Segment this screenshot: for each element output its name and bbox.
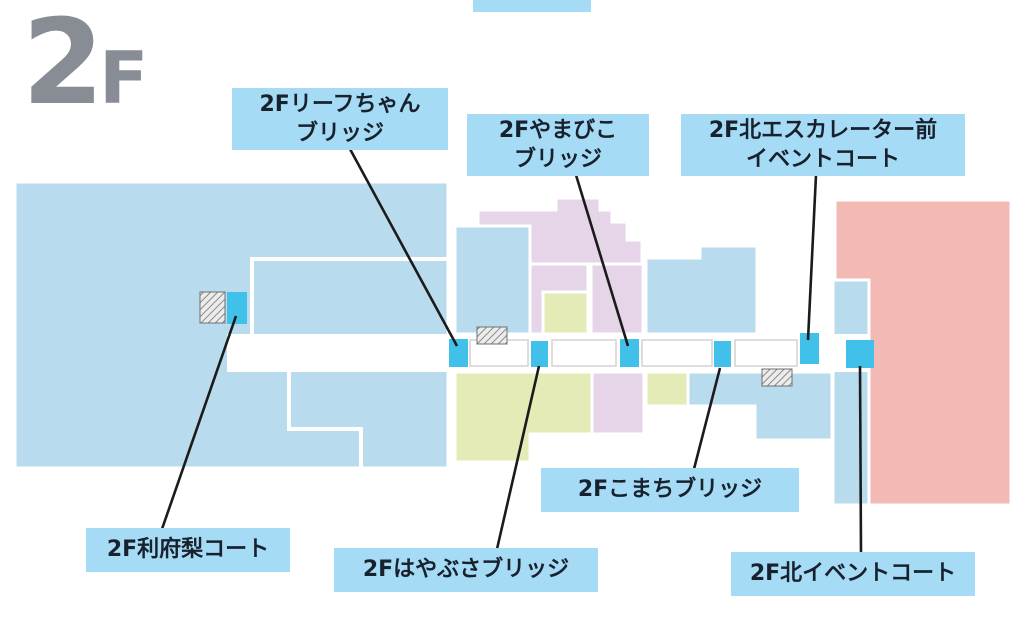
location-markers bbox=[227, 292, 874, 368]
wall-divider bbox=[359, 427, 363, 468]
label-text: 2Fはやぶさブリッジ bbox=[362, 557, 570, 583]
marker-leaf-bridge bbox=[449, 339, 468, 367]
escalator-icon bbox=[199, 291, 226, 324]
label-text: 2F利府梨コート bbox=[106, 537, 270, 563]
label-text: 2F北エスカレーター前 bbox=[708, 117, 938, 143]
label-text: 2F北イベントコート bbox=[749, 561, 957, 587]
label-text: 2Fやまびこ bbox=[498, 117, 618, 143]
label-text: ブリッジ bbox=[513, 147, 602, 172]
area-center-lavender-lower bbox=[590, 370, 646, 436]
area-right-blue-strip bbox=[831, 278, 871, 507]
leader-line-rifu-pear-court bbox=[160, 315, 238, 530]
label-rifu-pear-court: 2F利府梨コート bbox=[86, 528, 290, 572]
label-north-escalator-event-court: 2F北エスカレーター前 イベントコート bbox=[681, 114, 965, 176]
clipped-label-top bbox=[473, 0, 591, 12]
corridor-unit bbox=[641, 339, 713, 367]
leader-line-north-escalator-event-court bbox=[806, 174, 818, 341]
label-text: 2Fこまちブリッジ bbox=[577, 477, 763, 503]
floor-title: 2F bbox=[22, 3, 149, 121]
label-yamabiko-bridge: 2Fやまびこ ブリッジ bbox=[467, 114, 649, 176]
marker-hayabusa-bridge bbox=[531, 341, 548, 367]
leader-line-komachi-bridge bbox=[692, 367, 722, 470]
escalator-icon bbox=[761, 368, 793, 387]
area-center-blue-upper-right bbox=[644, 244, 759, 336]
leader-line-north-event-court bbox=[858, 365, 863, 554]
marker-north-escalator-event-court bbox=[800, 333, 819, 364]
marker-komachi-bridge bbox=[714, 341, 731, 367]
leader-line-leaf-bridge bbox=[348, 148, 459, 347]
floor-suffix: F bbox=[99, 36, 149, 120]
area-center-green-lower bbox=[453, 370, 594, 464]
marker-north-event-court bbox=[846, 340, 874, 368]
area-left-wing bbox=[13, 180, 450, 470]
label-north-event-court: 2F北イベントコート bbox=[731, 552, 975, 596]
escalator-icon bbox=[476, 326, 508, 345]
area-center-lavender-col bbox=[589, 262, 645, 336]
label-text: イベントコート bbox=[745, 147, 900, 172]
area-center-blue-upper bbox=[453, 224, 532, 336]
floor-number: 2 bbox=[22, 0, 104, 131]
label-text: 2Fリーフちゃん bbox=[259, 91, 421, 117]
area-center-green-upper bbox=[541, 290, 590, 336]
label-text: ブリッジ bbox=[295, 121, 384, 146]
escalators bbox=[199, 291, 793, 387]
wall-divider bbox=[250, 257, 448, 261]
label-leaf-bridge: 2Fリーフちゃん ブリッジ bbox=[232, 88, 448, 150]
marker-yamabiko-bridge bbox=[620, 339, 639, 367]
leader-line-yamabiko-bridge bbox=[574, 174, 630, 347]
label-hayabusa-bridge: 2Fはやぶさブリッジ bbox=[334, 548, 598, 592]
corridor-unit bbox=[551, 339, 617, 367]
wall-divider bbox=[250, 257, 254, 334]
wall-divider bbox=[287, 427, 363, 431]
map-areas bbox=[13, 180, 1013, 507]
label-komachi-bridge: 2Fこまちブリッジ bbox=[541, 468, 799, 512]
marker-rifu-pear-court bbox=[227, 292, 247, 324]
wall-divider bbox=[287, 372, 291, 430]
leader-line-hayabusa-bridge bbox=[495, 365, 541, 550]
area-center-green-small bbox=[644, 370, 690, 408]
leader-lines bbox=[160, 148, 863, 554]
corridor-unit bbox=[734, 339, 798, 367]
